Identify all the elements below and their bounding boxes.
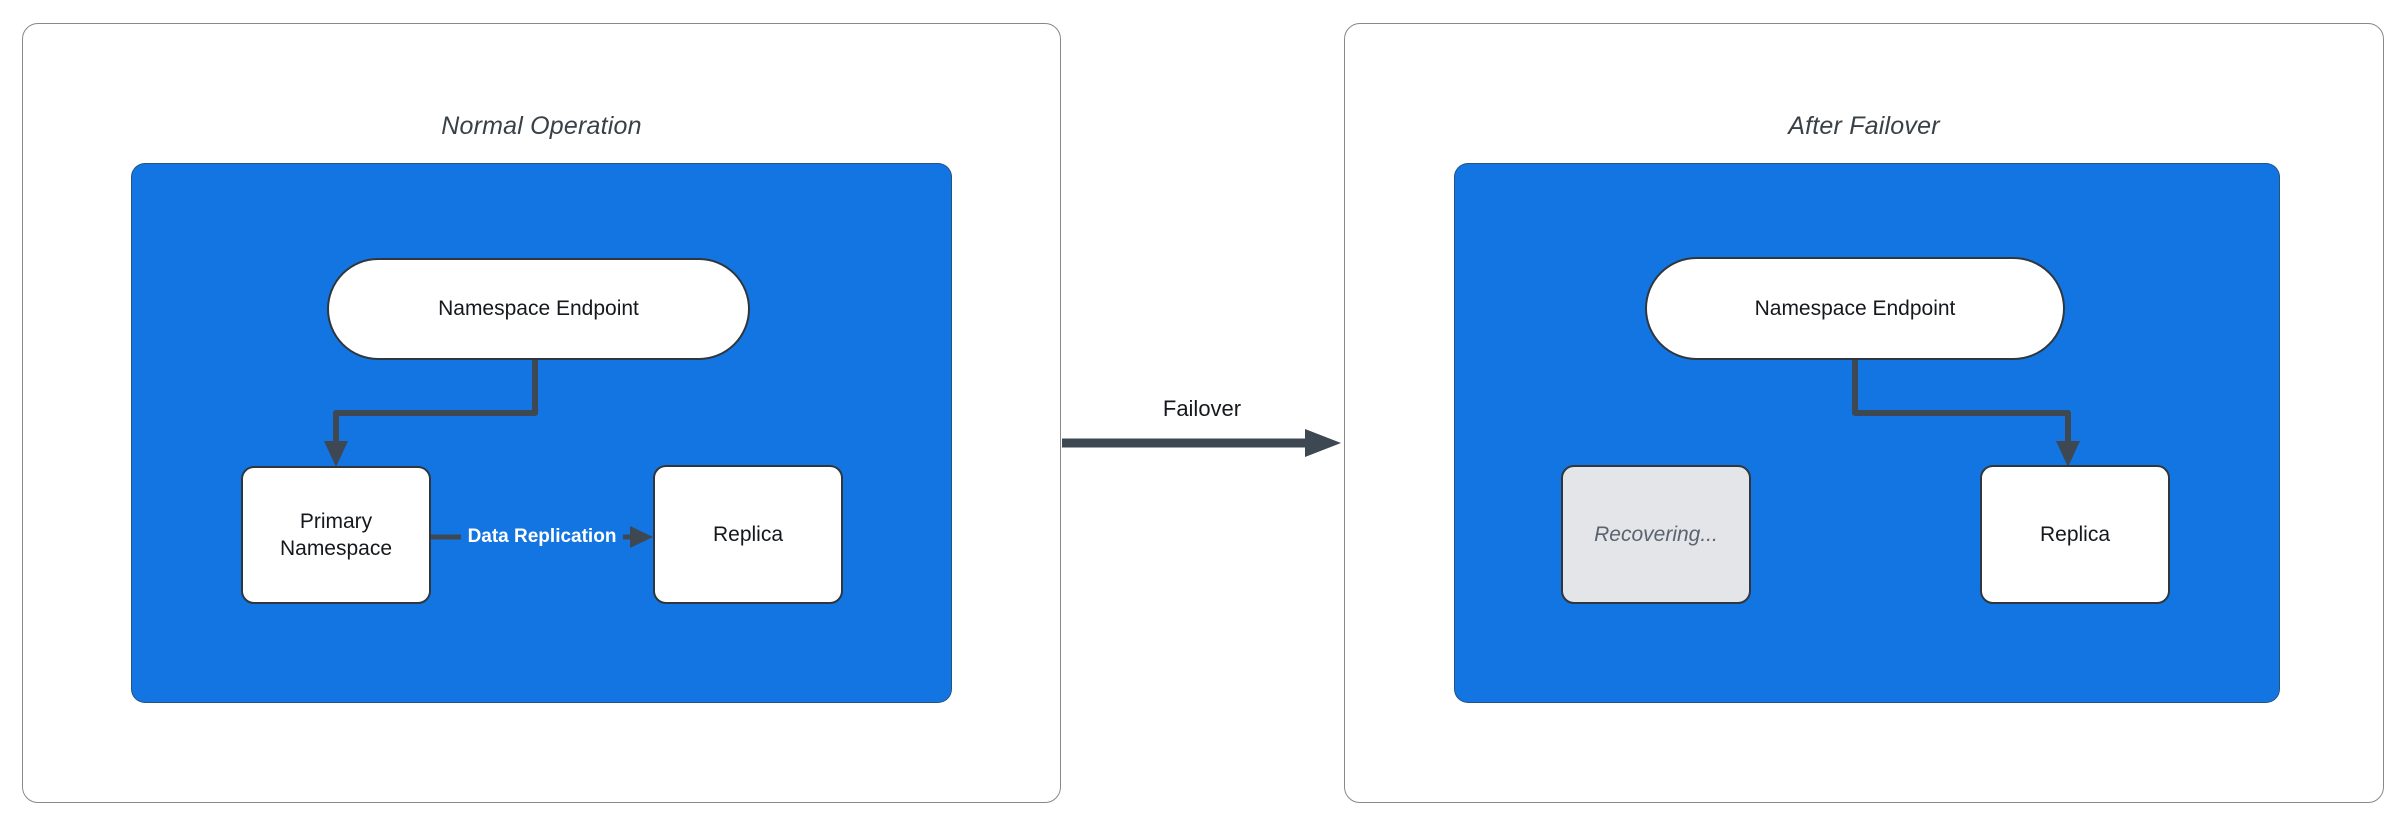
- arrowhead-failover: [1305, 429, 1341, 457]
- cluster-after-failover: [1454, 163, 2280, 703]
- node-namespace-endpoint-failover-label: Namespace Endpoint: [1754, 296, 1956, 320]
- edge-label-data-replication-wrap: Data Replication: [431, 521, 653, 553]
- node-replica-failover: Replica: [1980, 465, 2170, 604]
- edge-label-data-replication: Data Replication: [460, 525, 624, 549]
- node-primary-namespace-label: Primary Namespace: [279, 509, 393, 560]
- edge-label-failover: Failover: [1162, 396, 1242, 421]
- node-primary-namespace: Primary Namespace: [241, 466, 431, 604]
- node-namespace-endpoint-normal: Namespace Endpoint: [327, 258, 750, 360]
- cluster-normal-operation: [131, 163, 952, 703]
- panel-title-normal-operation: Normal Operation: [441, 112, 642, 140]
- node-namespace-endpoint-normal-label: Namespace Endpoint: [438, 297, 639, 321]
- panel-title-after-failover: After Failover: [1788, 112, 1940, 140]
- node-replica-failover-label: Replica: [2039, 522, 2111, 546]
- node-replica-normal-label: Replica: [712, 522, 784, 546]
- node-namespace-endpoint-failover: Namespace Endpoint: [1645, 257, 2065, 360]
- node-replica-normal: Replica: [653, 465, 843, 604]
- node-recovering: Recovering...: [1561, 465, 1751, 604]
- node-recovering-label: Recovering...: [1594, 522, 1718, 546]
